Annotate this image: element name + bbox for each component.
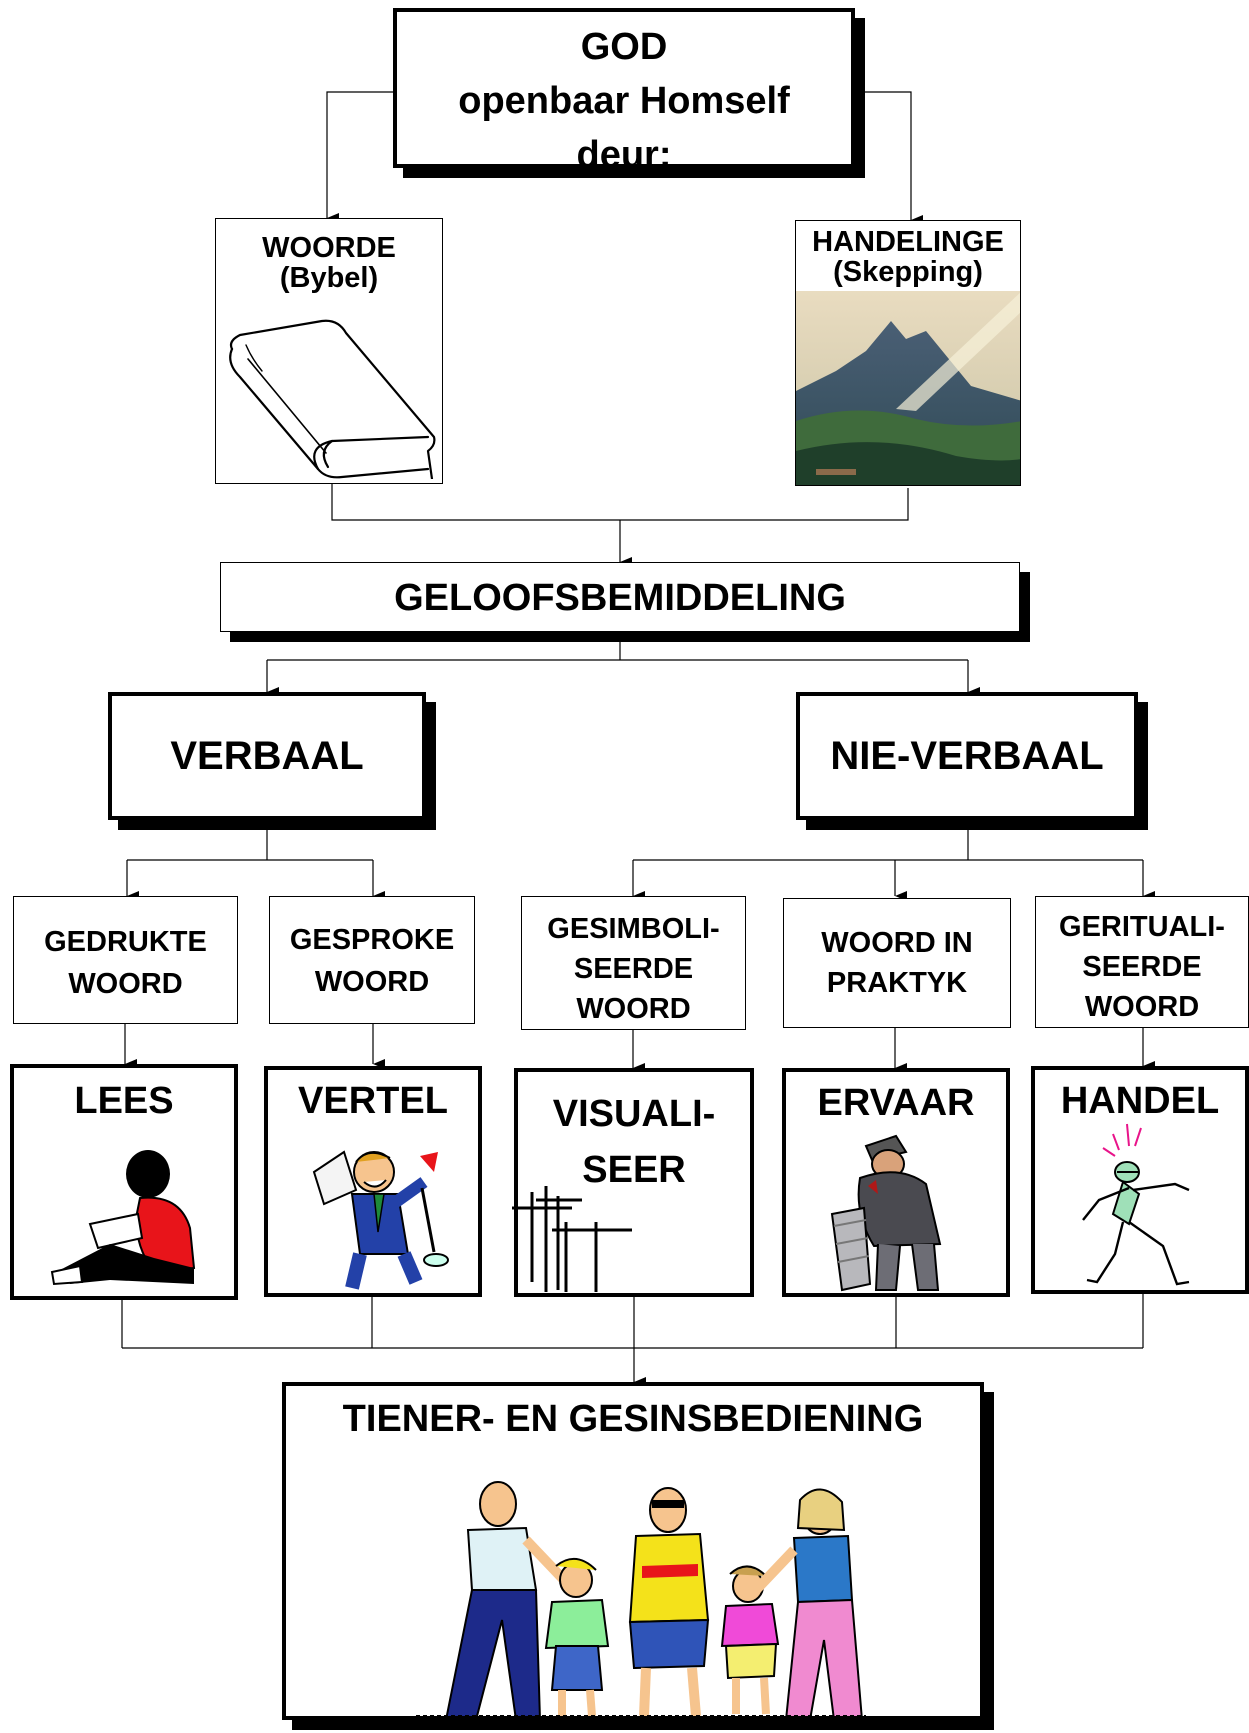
mediation-title: GELOOFSBEMIDDELING (394, 577, 846, 619)
action-box-ervaar: ERVAAR (782, 1068, 1010, 1297)
outcome-box: TIENER- EN GESINSBEDIENING (282, 1382, 984, 1720)
nie-verbaal-box: NIE-VERBAAL (796, 692, 1138, 820)
storyteller-icon (312, 1150, 449, 1290)
channel-box-praktyk: WOORD IN PRAKTYK (783, 898, 1011, 1028)
action-label: VISUALI- SEER (552, 1093, 716, 1191)
god-box-text: GOD openbaar Homself deur: (458, 26, 790, 176)
channel-label: GESIMBOLI- SEERDE WOORD (547, 913, 720, 1025)
family-group-icon (416, 1481, 866, 1716)
god-box: GOD openbaar Homself deur: (393, 8, 855, 176)
book-icon (229, 319, 436, 479)
nie-verbaal-title: NIE-VERBAAL (830, 734, 1104, 778)
handelinge-box: HANDELINGE (Skepping) (795, 220, 1021, 486)
action-box-lees: LEES (10, 1064, 238, 1300)
mountain-icon (796, 291, 1020, 485)
channel-label: GERITUALI- SEERDE WOORD (1059, 911, 1225, 1023)
man-with-trashcan-icon (830, 1134, 942, 1292)
channel-label: GEDRUKTE WOORD (44, 926, 207, 1000)
action-label: ERVAAR (817, 1082, 975, 1124)
action-label: LEES (74, 1080, 174, 1122)
woorde-box: WOORDE (Bybel) (215, 218, 443, 484)
channel-box-gesimboliseerde: GESIMBOLI- SEERDE WOORD (521, 896, 746, 1030)
channel-box-gesproke: GESPROKE WOORD (269, 896, 475, 1024)
outcome-title: TIENER- EN GESINSBEDIENING (342, 1398, 924, 1440)
handelinge-title: HANDELINGE (Skepping) (812, 226, 1004, 288)
verbaal-box: VERBAAL (108, 692, 426, 820)
woorde-title: WOORDE (Bybel) (262, 232, 396, 294)
crosses-icon (512, 1186, 632, 1292)
mediation-box: GELOOFSBEMIDDELING (220, 562, 1020, 632)
action-label: VERTEL (298, 1080, 448, 1122)
action-label: HANDEL (1060, 1080, 1220, 1122)
channel-label: GESPROKE WOORD (289, 924, 455, 998)
reading-child-icon (50, 1150, 196, 1286)
walking-figure-icon (1082, 1123, 1190, 1286)
action-box-vertel: VERTEL (264, 1066, 482, 1297)
verbaal-title: VERBAAL (170, 734, 364, 778)
action-box-handel: HANDEL (1031, 1066, 1249, 1294)
action-box-visualiseer: VISUALI- SEER (512, 1068, 754, 1297)
channel-box-gedrukte: GEDRUKTE WOORD (13, 896, 238, 1024)
channel-box-gerituali: GERITUALI- SEERDE WOORD (1035, 896, 1249, 1028)
channel-label: WOORD IN PRAKTYK (821, 927, 973, 999)
